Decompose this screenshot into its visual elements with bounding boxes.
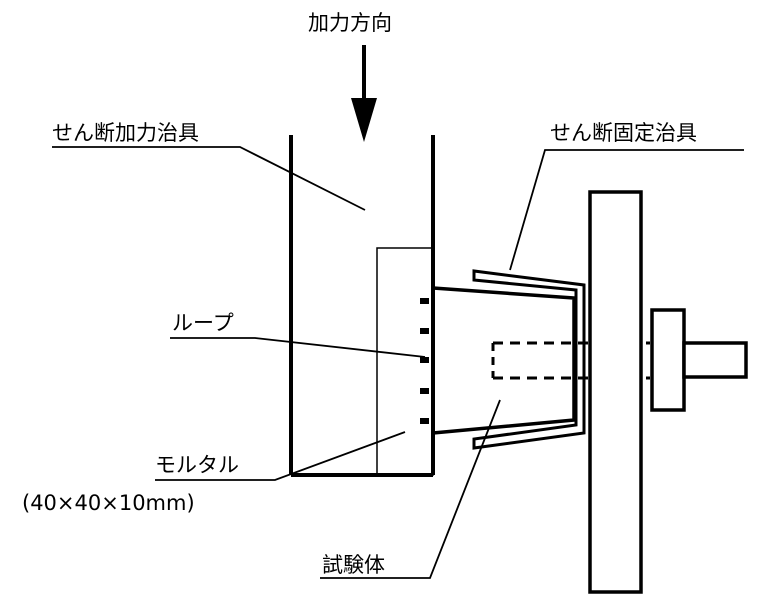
loop-stub bbox=[420, 357, 429, 363]
loop-stub bbox=[420, 298, 429, 304]
label-loop: ループ bbox=[172, 311, 234, 335]
leader-lines bbox=[52, 146, 744, 579]
bolt-end bbox=[682, 341, 748, 379]
label-mortar: モルタル bbox=[155, 453, 239, 477]
shear-loading-jig bbox=[289, 135, 435, 477]
nut bbox=[650, 308, 686, 412]
label-specimen: 試験体 bbox=[322, 553, 385, 577]
loop-stub bbox=[420, 418, 429, 424]
load-direction-arrow bbox=[351, 45, 377, 142]
loops bbox=[420, 298, 429, 424]
specimen bbox=[432, 286, 576, 435]
label-shear-loading-jig: せん断加力治具 bbox=[52, 121, 199, 145]
loop-stub bbox=[420, 328, 429, 334]
fixing-plate bbox=[588, 190, 643, 594]
bolt-hidden-lines bbox=[491, 341, 650, 380]
label-mortar-size: (40×40×10mm) bbox=[22, 491, 195, 515]
loop-stub bbox=[420, 388, 429, 394]
shear-fixing-jig bbox=[472, 269, 586, 450]
label-shear-fixing-jig: せん断固定治具 bbox=[550, 121, 697, 145]
mortar-block bbox=[376, 247, 434, 476]
label-load-direction: 加力方向 bbox=[308, 11, 392, 35]
